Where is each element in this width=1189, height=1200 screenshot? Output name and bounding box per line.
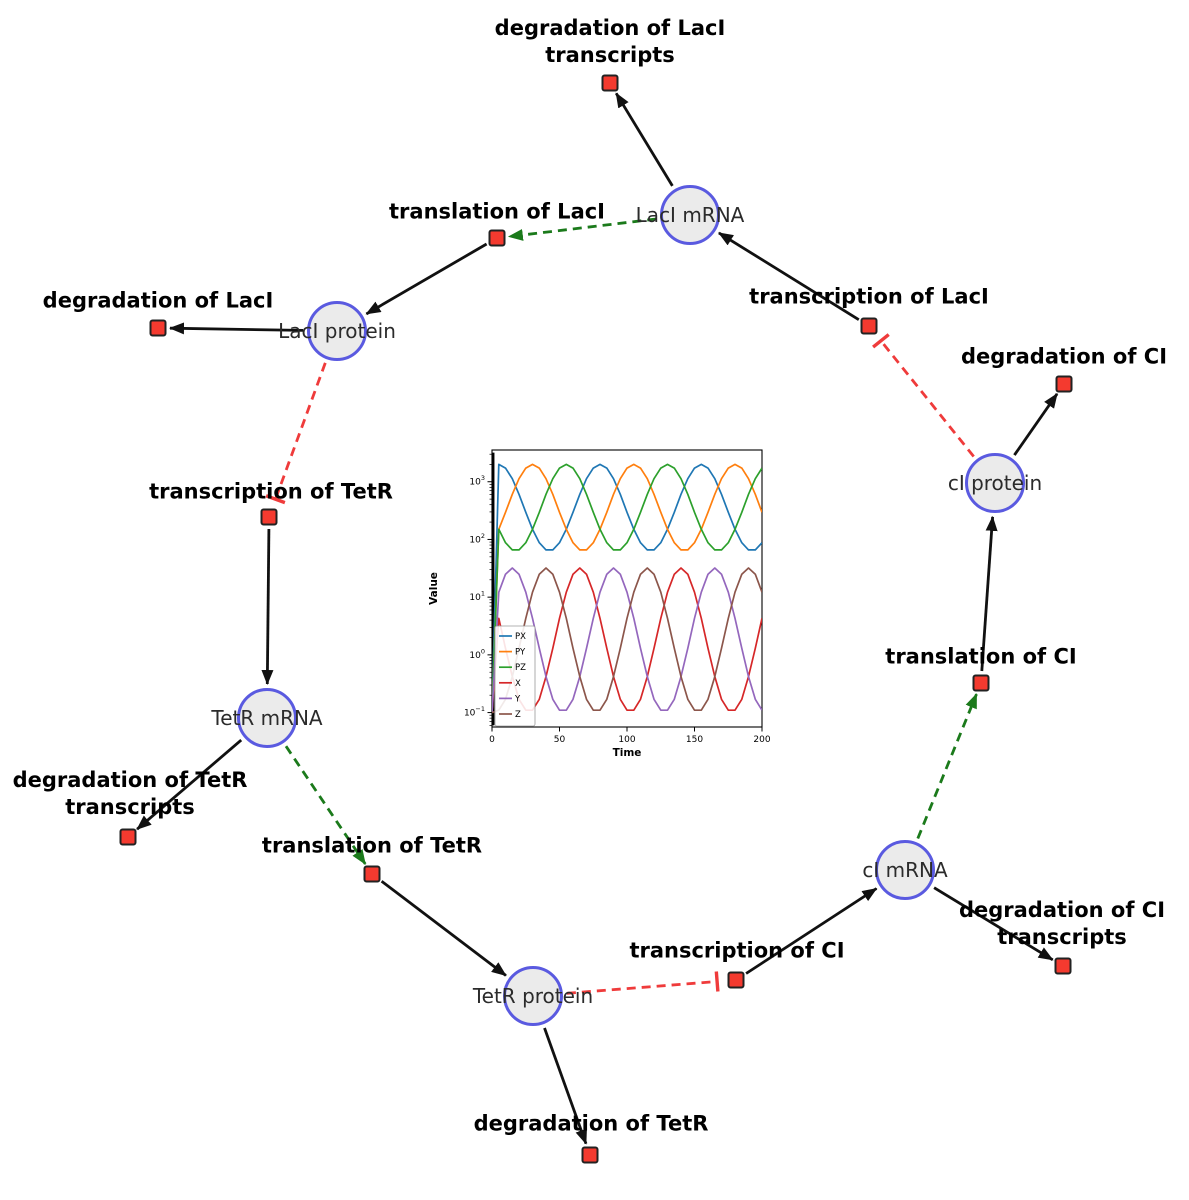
reaction-node-translation_ci[interactable] — [972, 674, 990, 692]
reaction-node-translation_laci[interactable] — [488, 229, 506, 247]
edge-transcription_ci-ci_mrna — [745, 887, 878, 975]
svg-text:10−1: 10−1 — [464, 705, 485, 719]
x-axis: 0 50 100 150 200 — [489, 727, 771, 745]
edge-translation_laci-laci_protein — [365, 242, 488, 316]
y-axis-label: Value — [428, 572, 440, 605]
species-node-ci_mrna[interactable] — [875, 840, 935, 900]
reaction-node-deg_laci_transcripts[interactable] — [601, 74, 619, 92]
species-node-laci_protein[interactable] — [307, 301, 367, 361]
series-Z — [492, 567, 762, 714]
edge-laci_mrna-deg_laci_transcripts — [615, 92, 674, 187]
series-X — [492, 567, 762, 713]
edge-transcription_tetr-tetr_mrna — [261, 528, 274, 685]
y-axis: 10−1 100 101 102 103 — [464, 453, 492, 726]
reaction-node-deg_ci_transcripts[interactable] — [1054, 957, 1072, 975]
svg-text:100: 100 — [618, 735, 635, 745]
svg-text:102: 102 — [469, 532, 485, 546]
svg-text:PZ: PZ — [515, 663, 526, 673]
edge-laci_protein-deg_laci — [169, 322, 304, 335]
edge-laci_protein-transcription_tetr — [265, 362, 327, 505]
x-axis-label: Time — [613, 747, 642, 759]
species-node-laci_mrna[interactable] — [660, 185, 720, 245]
species-node-tetr_protein[interactable] — [503, 966, 563, 1026]
edge-ci_protein-deg_ci — [1013, 392, 1059, 456]
reaction-node-deg_tetr[interactable] — [581, 1146, 599, 1164]
reaction-node-transcription_tetr[interactable] — [260, 508, 278, 526]
edge-translation_ci-ci_protein — [980, 515, 998, 672]
edge-tetr_protein-transcription_ci — [566, 971, 720, 995]
species-node-ci_protein[interactable] — [965, 453, 1025, 513]
reaction-node-translation_tetr[interactable] — [363, 865, 381, 883]
edge-tetr_mrna-deg_tetr_transcripts — [136, 739, 243, 831]
edge-transcription_laci-laci_mrna — [718, 231, 860, 321]
svg-text:200: 200 — [753, 735, 770, 745]
edge-ci_mrna-translation_ci — [916, 693, 978, 840]
svg-text:PX: PX — [515, 632, 526, 642]
svg-text:0: 0 — [489, 735, 495, 745]
svg-text:100: 100 — [469, 647, 485, 661]
svg-text:X: X — [515, 679, 521, 689]
svg-text:103: 103 — [469, 474, 485, 488]
svg-text:150: 150 — [686, 735, 703, 745]
edge-tetr_mrna-translation_tetr — [284, 745, 367, 865]
edge-ci_protein-transcription_laci — [872, 333, 975, 458]
edge-tetr_protein-deg_tetr — [543, 1027, 588, 1145]
reaction-node-deg_tetr_transcripts[interactable] — [119, 828, 137, 846]
edge-laci_mrna-translation_laci — [507, 217, 657, 241]
edge-translation_tetr-tetr_protein — [380, 880, 507, 977]
species-node-tetr_mrna[interactable] — [237, 688, 297, 748]
series-PX — [492, 463, 762, 713]
series-Y — [492, 567, 762, 713]
svg-text:Z: Z — [515, 710, 521, 720]
series-PY — [492, 463, 762, 713]
reaction-node-deg_ci[interactable] — [1055, 375, 1073, 393]
reaction-node-deg_laci[interactable] — [149, 319, 167, 337]
series-PZ — [492, 463, 762, 713]
reaction-node-transcription_laci[interactable] — [860, 317, 878, 335]
svg-text:Y: Y — [514, 694, 521, 704]
svg-text:50: 50 — [554, 735, 566, 745]
reaction-node-transcription_ci[interactable] — [727, 971, 745, 989]
edge-ci_mrna-deg_ci_transcripts — [933, 886, 1054, 961]
chart-legend: PX PY PZ XYZ — [494, 625, 536, 727]
svg-text:PY: PY — [515, 648, 526, 658]
svg-text:101: 101 — [469, 590, 485, 604]
